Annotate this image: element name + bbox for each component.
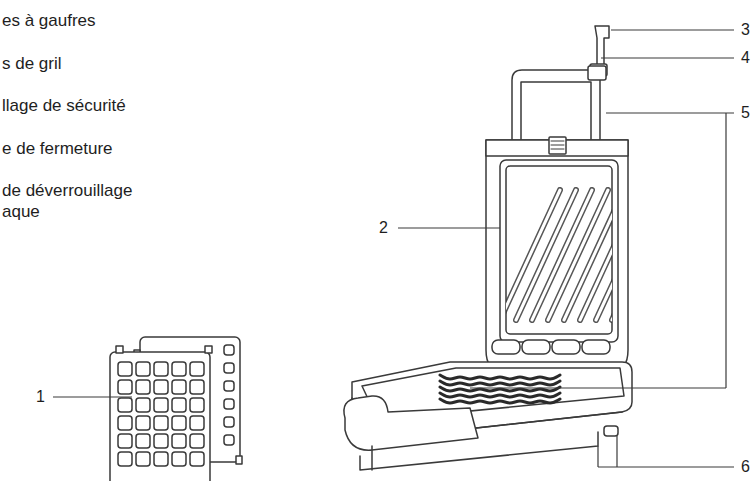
grill-ridge	[516, 190, 576, 320]
callout-number: 4	[741, 48, 750, 68]
base-stand	[360, 432, 598, 470]
waffle-cell	[154, 380, 168, 394]
grill-ridge	[516, 190, 576, 320]
waffle-pattern	[440, 381, 560, 385]
callout-number: 5	[741, 103, 750, 123]
waffle-cell	[136, 362, 150, 376]
waffle-cell	[154, 434, 168, 448]
waffle-cell	[224, 435, 234, 445]
plate-tab	[116, 346, 123, 353]
waffle-cell	[224, 345, 234, 355]
waffle-cell	[154, 452, 168, 466]
waffle-cell	[190, 434, 204, 448]
waffle-cell	[172, 434, 186, 448]
grill-ridge	[532, 190, 592, 320]
waffle-cell	[118, 380, 132, 394]
waffle-cell	[154, 416, 168, 430]
waffle-cell	[136, 398, 150, 412]
stand-leg	[371, 446, 373, 470]
callout-number: 2	[379, 218, 388, 238]
part-name: e de fermeture	[2, 138, 167, 159]
grill-ridge	[548, 190, 608, 320]
grill-ridge	[596, 190, 612, 320]
grill-ridge	[506, 190, 560, 320]
waffle-cell	[190, 416, 204, 430]
waffle-cell	[118, 398, 132, 412]
part-name: s de gril	[2, 53, 167, 74]
plate-tab	[205, 346, 212, 353]
waffle-cell	[118, 416, 132, 430]
hinge	[582, 340, 610, 354]
waffle-cell	[154, 362, 168, 376]
closing-handle	[512, 70, 600, 142]
waffle-cell	[118, 362, 132, 376]
waffle-pattern	[440, 399, 560, 403]
waffle-cell	[136, 452, 150, 466]
handle-clip	[588, 66, 606, 80]
waffle-cell	[118, 434, 132, 448]
hinge	[552, 340, 580, 354]
grill-ridge	[506, 190, 560, 320]
callout-number: 3	[741, 20, 750, 40]
waffle-cell	[172, 380, 186, 394]
waffle-cell	[136, 434, 150, 448]
waffle-cell	[190, 380, 204, 394]
waffle-cell	[190, 452, 204, 466]
part-name: llage de sécurité	[2, 95, 167, 116]
waffle-pattern	[440, 393, 560, 397]
waffle-cell	[190, 398, 204, 412]
hinge	[492, 340, 520, 354]
waffle-cell	[224, 381, 234, 391]
waffle-cell	[136, 416, 150, 430]
callout-number: 6	[741, 457, 750, 477]
waffle-cell	[172, 452, 186, 466]
plate-tab	[236, 456, 242, 464]
waffle-cell	[172, 362, 186, 376]
waffle-pattern	[440, 375, 560, 379]
part-name: es à gaufres	[2, 10, 167, 31]
waffle-cell	[224, 417, 234, 427]
front-handle	[344, 396, 478, 450]
waffle-cell	[172, 416, 186, 430]
grill-ridge	[548, 190, 608, 320]
release-button	[549, 137, 566, 154]
leader-lines	[53, 30, 734, 467]
waffle-cell	[224, 399, 234, 409]
part-name: de déverrouillage aque	[2, 180, 167, 223]
waffle-cell	[136, 380, 150, 394]
waffle-cell	[172, 398, 186, 412]
waffle-cell	[154, 398, 168, 412]
waffle-cell	[190, 362, 204, 376]
waffle-cell	[118, 452, 132, 466]
hinge	[522, 340, 550, 354]
callout-number: 1	[36, 387, 45, 407]
grill-ridge	[532, 190, 592, 320]
grill-ridge	[580, 190, 612, 320]
unlock-button	[604, 426, 618, 436]
waffle-cell	[224, 363, 234, 373]
waffle-plate-front	[110, 352, 210, 481]
